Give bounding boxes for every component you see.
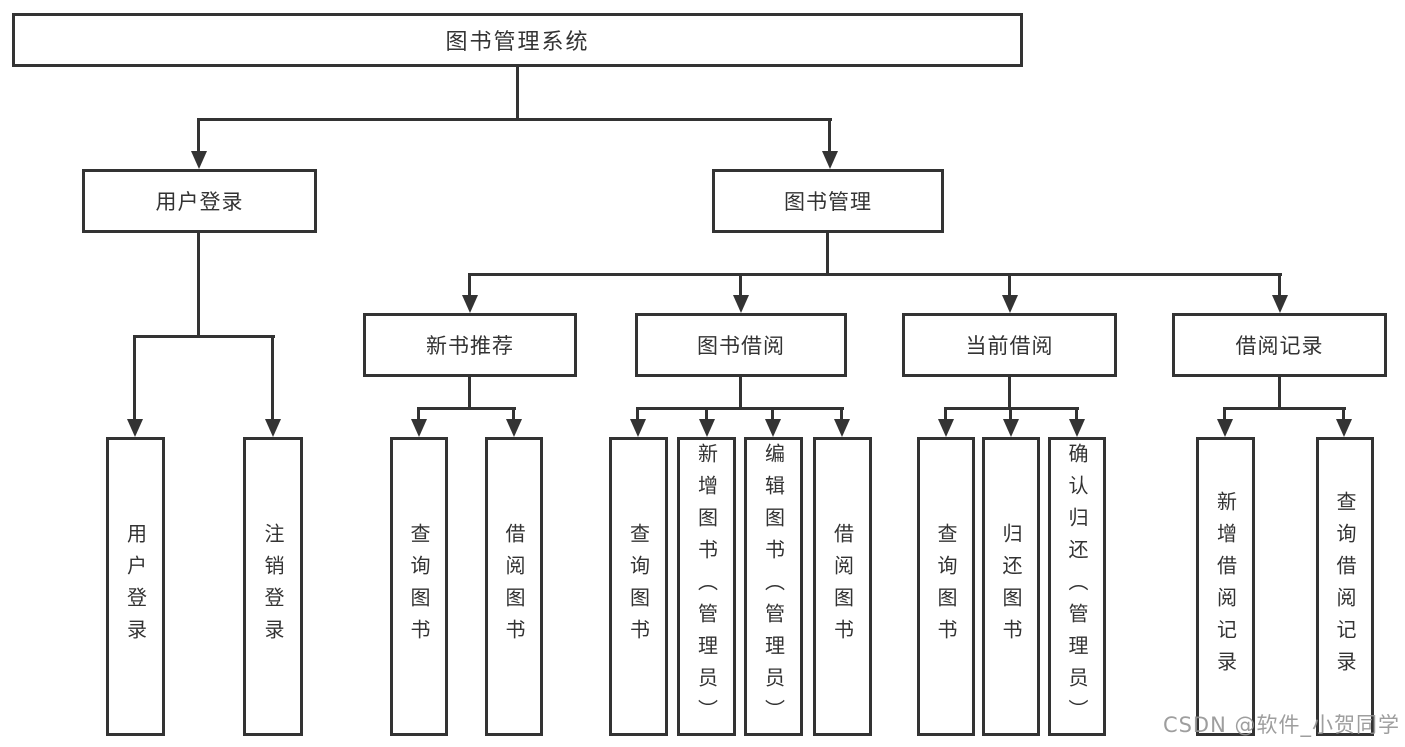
node-leaf-user-login: 用户登录 [106, 437, 165, 736]
arrow-down-icon [1336, 407, 1352, 437]
arrow-down-icon [1272, 273, 1288, 313]
connector-line [516, 67, 519, 118]
arrow-down-icon [834, 407, 850, 437]
node-leaf-logout: 注销登录 [243, 437, 303, 736]
node-leaf-user-login-label: 用户登录 [123, 522, 148, 651]
connector-line [468, 377, 471, 407]
arrow-down-icon [1002, 273, 1018, 313]
connector-line [133, 335, 275, 338]
node-leaf-query-books-1-label: 查询图书 [407, 522, 431, 651]
node-leaf-borrow-books-2: 借阅图书 [813, 437, 872, 736]
node-leaf-query-books-3-label: 查询图书 [934, 522, 958, 651]
connector-line [197, 233, 200, 335]
node-leaf-add-book-admin: 新增图书（管理员） [677, 437, 736, 736]
connector-line [1278, 377, 1281, 407]
arrow-down-icon [265, 335, 281, 437]
node-leaf-logout-label: 注销登录 [261, 522, 285, 651]
arrow-down-icon [506, 407, 522, 437]
node-leaf-return-book-label: 归还图书 [999, 522, 1023, 651]
node-book-borrow-label: 图书借阅 [697, 334, 785, 358]
node-leaf-edit-book-admin: 编辑图书（管理员） [744, 437, 803, 736]
node-leaf-query-borrow-record: 查询借阅记录 [1316, 437, 1374, 736]
node-book-management: 图书管理 [712, 169, 944, 233]
node-leaf-query-books-2: 查询图书 [609, 437, 668, 736]
node-leaf-edit-book-admin-label: 编辑图书（管理员） [761, 442, 786, 731]
node-user-login-label: 用户登录 [155, 190, 244, 214]
connector-line [826, 233, 829, 273]
node-book-management-label: 图书管理 [784, 190, 872, 214]
node-borrow-records: 借阅记录 [1172, 313, 1387, 377]
node-new-book-recommend-label: 新书推荐 [426, 334, 514, 358]
arrow-down-icon [1069, 407, 1085, 437]
watermark: CSDN @软件_小贺同学 [1162, 713, 1400, 737]
arrow-down-icon [938, 407, 954, 437]
node-current-borrow: 当前借阅 [902, 313, 1117, 377]
node-leaf-query-books-1: 查询图书 [390, 437, 448, 736]
arrow-down-icon [822, 118, 838, 169]
node-book-borrow: 图书借阅 [635, 313, 847, 377]
connector-line [1223, 407, 1346, 410]
node-leaf-borrow-books-1: 借阅图书 [485, 437, 543, 736]
connector-line [1008, 377, 1011, 407]
arrow-down-icon [411, 407, 427, 437]
arrow-down-icon [1217, 407, 1233, 437]
node-leaf-borrow-books-1-label: 借阅图书 [502, 522, 526, 651]
node-root: 图书管理系统 [12, 13, 1023, 67]
connector-line [636, 407, 844, 410]
arrow-down-icon [765, 407, 781, 437]
node-leaf-query-books-2-label: 查询图书 [626, 522, 651, 651]
arrow-down-icon [127, 335, 143, 437]
node-new-book-recommend: 新书推荐 [363, 313, 577, 377]
arrow-down-icon [699, 407, 715, 437]
node-borrow-records-label: 借阅记录 [1235, 334, 1324, 358]
node-leaf-borrow-books-2-label: 借阅图书 [830, 522, 855, 651]
connector-line [197, 118, 832, 121]
connector-line [417, 407, 516, 410]
arrow-down-icon [733, 273, 749, 313]
node-leaf-query-borrow-record-label: 查询借阅记录 [1333, 490, 1357, 683]
node-leaf-return-book: 归还图书 [982, 437, 1040, 736]
node-root-label: 图书管理系统 [445, 30, 590, 55]
node-current-borrow-label: 当前借阅 [965, 334, 1054, 358]
connector-line [468, 273, 1282, 276]
node-leaf-add-book-admin-label: 新增图书（管理员） [694, 442, 719, 731]
node-user-login: 用户登录 [82, 169, 317, 233]
node-leaf-add-borrow-record: 新增借阅记录 [1196, 437, 1255, 736]
arrow-down-icon [191, 118, 207, 169]
node-leaf-add-borrow-record-label: 新增借阅记录 [1213, 490, 1238, 683]
arrow-down-icon [462, 273, 478, 313]
arrow-down-icon [630, 407, 646, 437]
node-leaf-confirm-return-admin-label: 确认归还（管理员） [1065, 442, 1089, 731]
arrow-down-icon [1003, 407, 1019, 437]
node-leaf-query-books-3: 查询图书 [917, 437, 975, 736]
connector-line [739, 377, 742, 407]
node-leaf-confirm-return-admin: 确认归还（管理员） [1048, 437, 1106, 736]
